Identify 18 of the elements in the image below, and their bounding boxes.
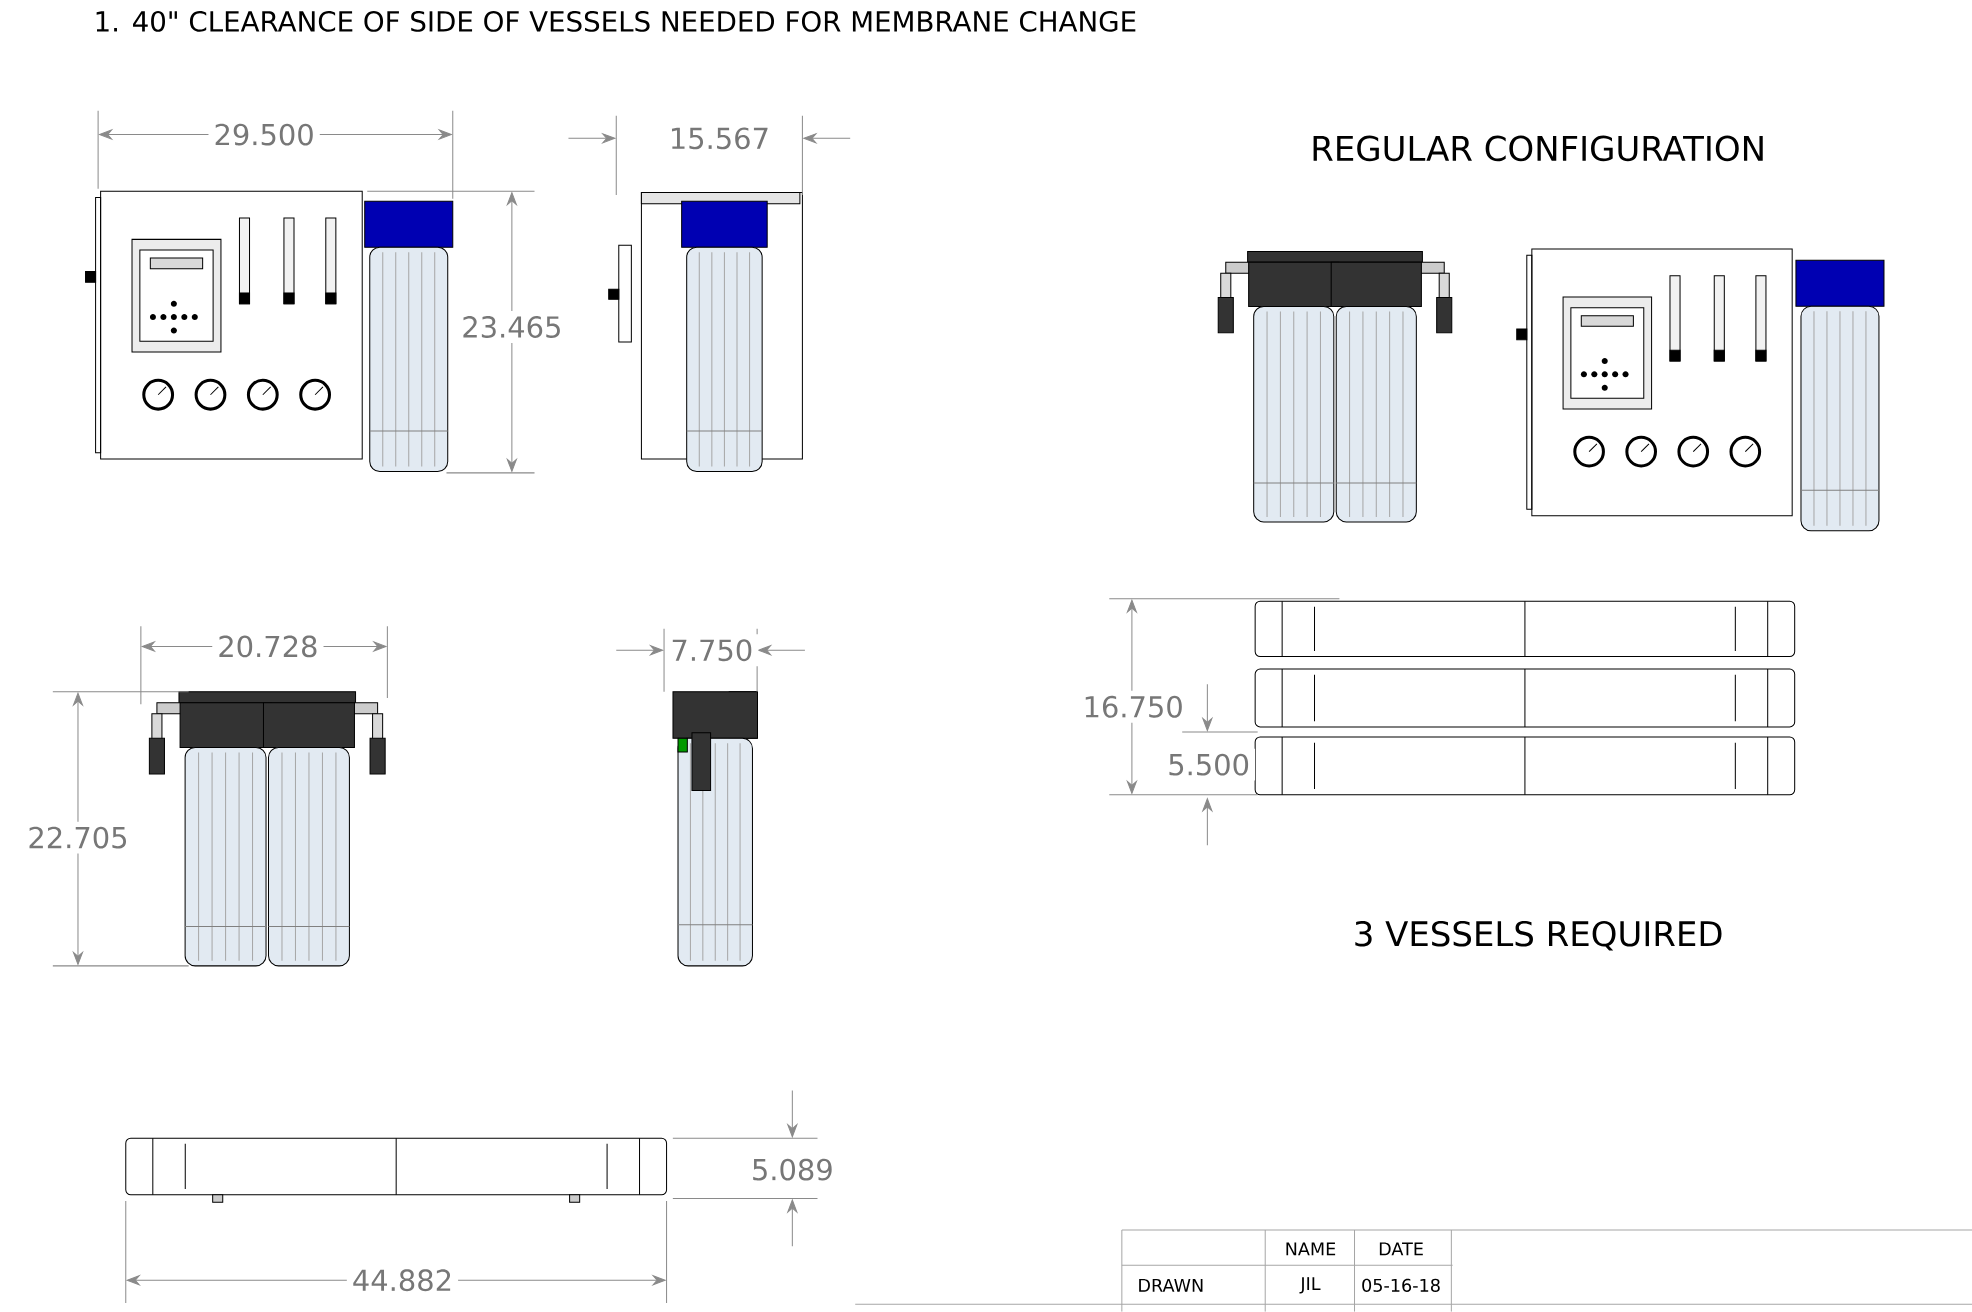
dimension-label: 16.750 xyxy=(1077,690,1189,723)
title-block-text: JIL xyxy=(1299,1277,1321,1294)
dimension-label: 29.500 xyxy=(208,118,320,151)
title-block-text: DRAWN xyxy=(1139,1279,1203,1292)
dimension-label: 44.882 xyxy=(346,1264,459,1297)
dimension-label: 23.465 xyxy=(456,311,568,344)
dimension-label: 7.750 xyxy=(665,634,759,667)
dimension-label: 5.500 xyxy=(1162,748,1256,781)
title-block-text: 05-16-18 xyxy=(1362,1278,1440,1293)
dimension-label: 15.567 xyxy=(663,122,776,155)
title-block-text: DATE xyxy=(1379,1242,1423,1256)
dimension-label: 5.089 xyxy=(745,1153,839,1186)
dimension-label: 20.728 xyxy=(212,630,324,663)
note-text: 1. 40" CLEARANCE OF SIDE OF VESSELS NEEDED FOR MEMBRANE CHANGE xyxy=(96,11,1136,32)
dimension-label: 22.705 xyxy=(22,821,134,854)
view-title: REGULAR CONFIGURATION xyxy=(1313,135,1763,162)
title-block-text: NAME xyxy=(1286,1242,1336,1256)
view-title: 3 VESSELS REQUIRED xyxy=(1355,921,1722,951)
